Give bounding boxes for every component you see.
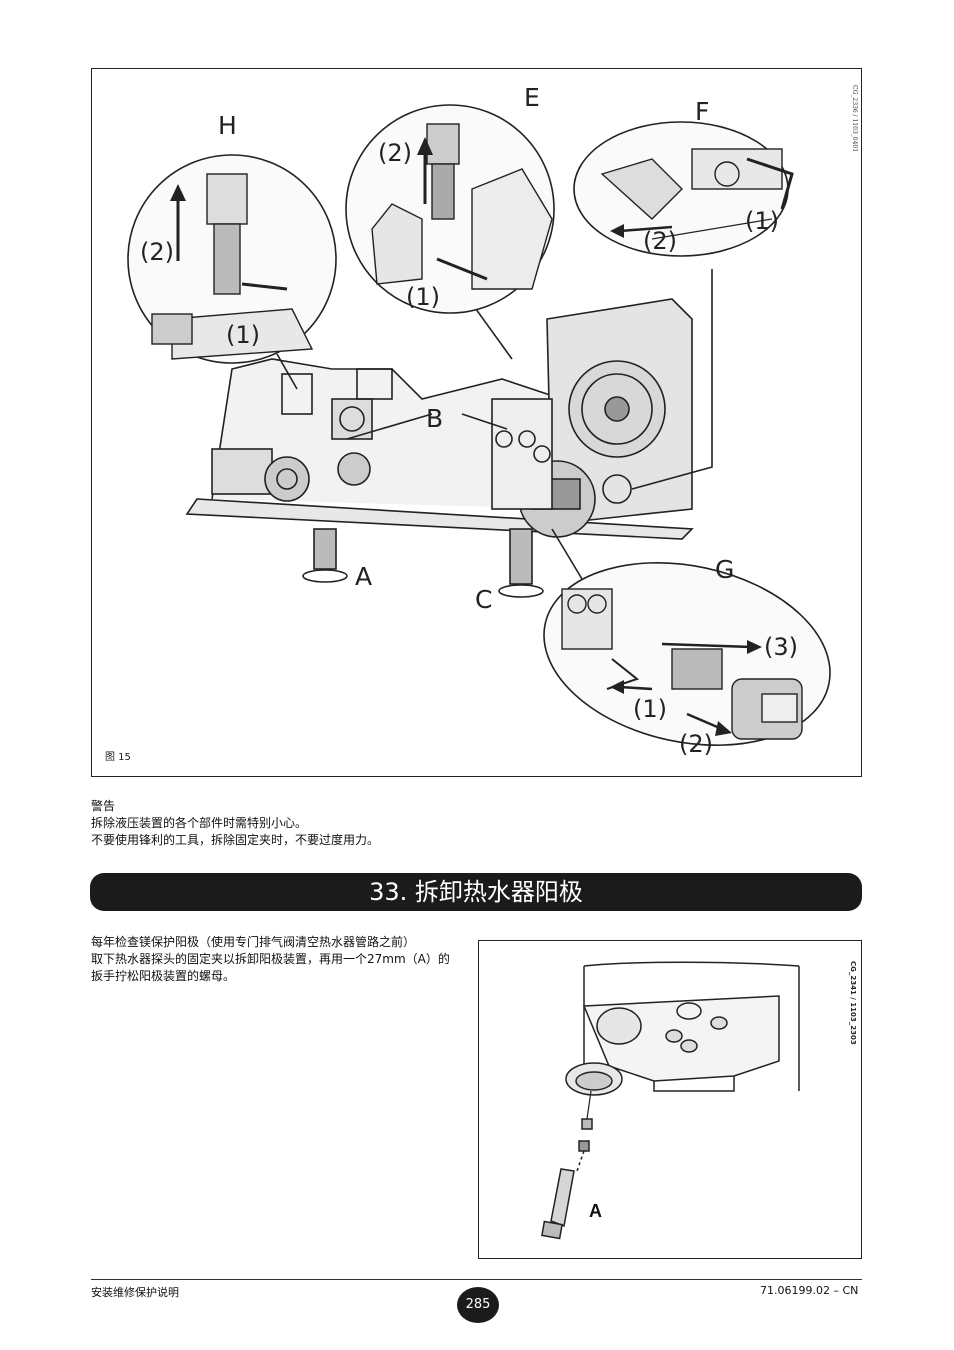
footer-divider [91,1279,862,1280]
label-e-step2: (2) [378,139,412,167]
warning-title: 警告 [91,799,116,813]
label-f: F [695,97,710,126]
anode-removal-drawing [541,961,800,1240]
label-g-step1: (1) [633,695,667,723]
figure-code: CG_2336 / 1103_0401 [851,85,858,153]
label-e-step1: (1) [406,283,440,311]
label-h-step1: (1) [226,321,260,349]
footer-doc-title: 安装维修保护说明 [91,1286,179,1299]
section-title: 33. 拆卸热水器阳极 [369,878,583,906]
label-f-step1: (1) [745,207,779,235]
anode-figure: CG_2341 / 1103_2303 A [478,940,862,1259]
warning-block: 警告 拆除液压装置的各个部件时需特别小心。 不要使用锋利的工具，拆除固定夹时，不… [91,798,379,849]
label-b: B [426,404,444,433]
label-g: G [715,555,735,584]
body-paragraph-2: 取下热水器探头的固定夹以拆卸阳极装置，再用一个27mm（A）的扳手拧松阳极装置的… [91,952,450,983]
figure-15: H E F B A C G (2) (1) (2) (1) (1) (2) (3… [91,68,862,777]
label-f-step2: (2) [643,227,677,255]
anode-figure-code: CG_2341 / 1103_2303 [849,961,857,1045]
footer-doc-code: 71.06199.02 – CN [760,1284,859,1297]
body-text: 每年检查镁保护阳极（使用专门排气阀清空热水器管路之前） 取下热水器探头的固定夹以… [91,934,461,985]
warning-line-2: 不要使用锋利的工具，拆除固定夹时，不要过度用力。 [91,833,380,847]
page-number: 285 [457,1287,499,1323]
label-h: H [218,111,237,140]
section-title-bar: 33. 拆卸热水器阳极 [90,873,862,911]
anode-label-a: A [589,1201,602,1221]
hydraulic-assembly-drawing [127,104,831,747]
label-g-step2: (2) [679,730,713,758]
label-c: C [475,585,493,614]
label-h-step2: (2) [140,238,174,266]
label-g-step3: (3) [764,633,798,661]
figure-caption: 图 15 [105,752,131,763]
body-paragraph-1: 每年检查镁保护阳极（使用专门排气阀清空热水器管路之前） [91,935,416,949]
warning-line-1: 拆除液压装置的各个部件时需特别小心。 [91,816,308,830]
label-a: A [355,562,373,591]
label-e: E [524,83,540,112]
